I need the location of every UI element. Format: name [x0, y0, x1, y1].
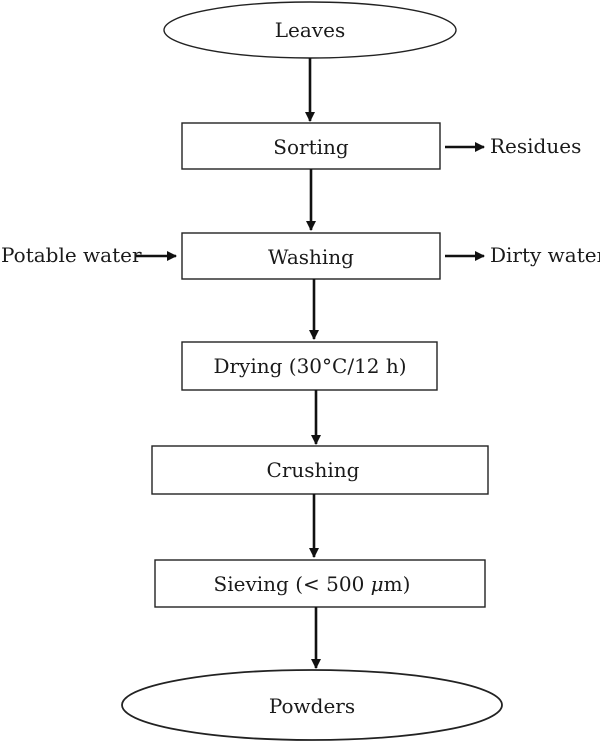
sieving-label: Sieving (< 500 μm): [214, 572, 411, 596]
sieving-box: [154, 559, 486, 608]
crushing-label: Crushing: [267, 458, 360, 482]
node-washing: Washing: [181, 232, 441, 280]
node-sieving: Sieving (< 500 μm): [154, 559, 486, 608]
sorting-box: [181, 122, 441, 170]
dirty-water-label: Dirty water: [490, 243, 600, 267]
leaves-label: Leaves: [275, 18, 345, 42]
sieving-label-suffix: m): [384, 572, 411, 596]
powders-ellipse: [121, 669, 503, 741]
node-sorting: Sorting: [181, 122, 441, 170]
washing-label: Washing: [268, 245, 354, 269]
powders-label: Powders: [269, 694, 355, 718]
sieving-label-prefix: Sieving (< 500: [214, 572, 371, 596]
drying-box: [181, 341, 438, 391]
sorting-label: Sorting: [273, 135, 349, 159]
node-crushing: Crushing: [151, 445, 489, 495]
node-drying: Drying (30°C/12 h): [181, 341, 438, 391]
washing-box: [181, 232, 441, 280]
crushing-box: [151, 445, 489, 495]
node-powders: Powders: [121, 669, 503, 741]
drying-label: Drying (30°C/12 h): [213, 354, 406, 378]
node-leaves: Leaves: [163, 1, 457, 59]
sieving-label-unit-mu: μ: [371, 572, 384, 596]
residues-label: Residues: [490, 134, 581, 158]
potable-water-label: Potable water: [1, 243, 142, 267]
